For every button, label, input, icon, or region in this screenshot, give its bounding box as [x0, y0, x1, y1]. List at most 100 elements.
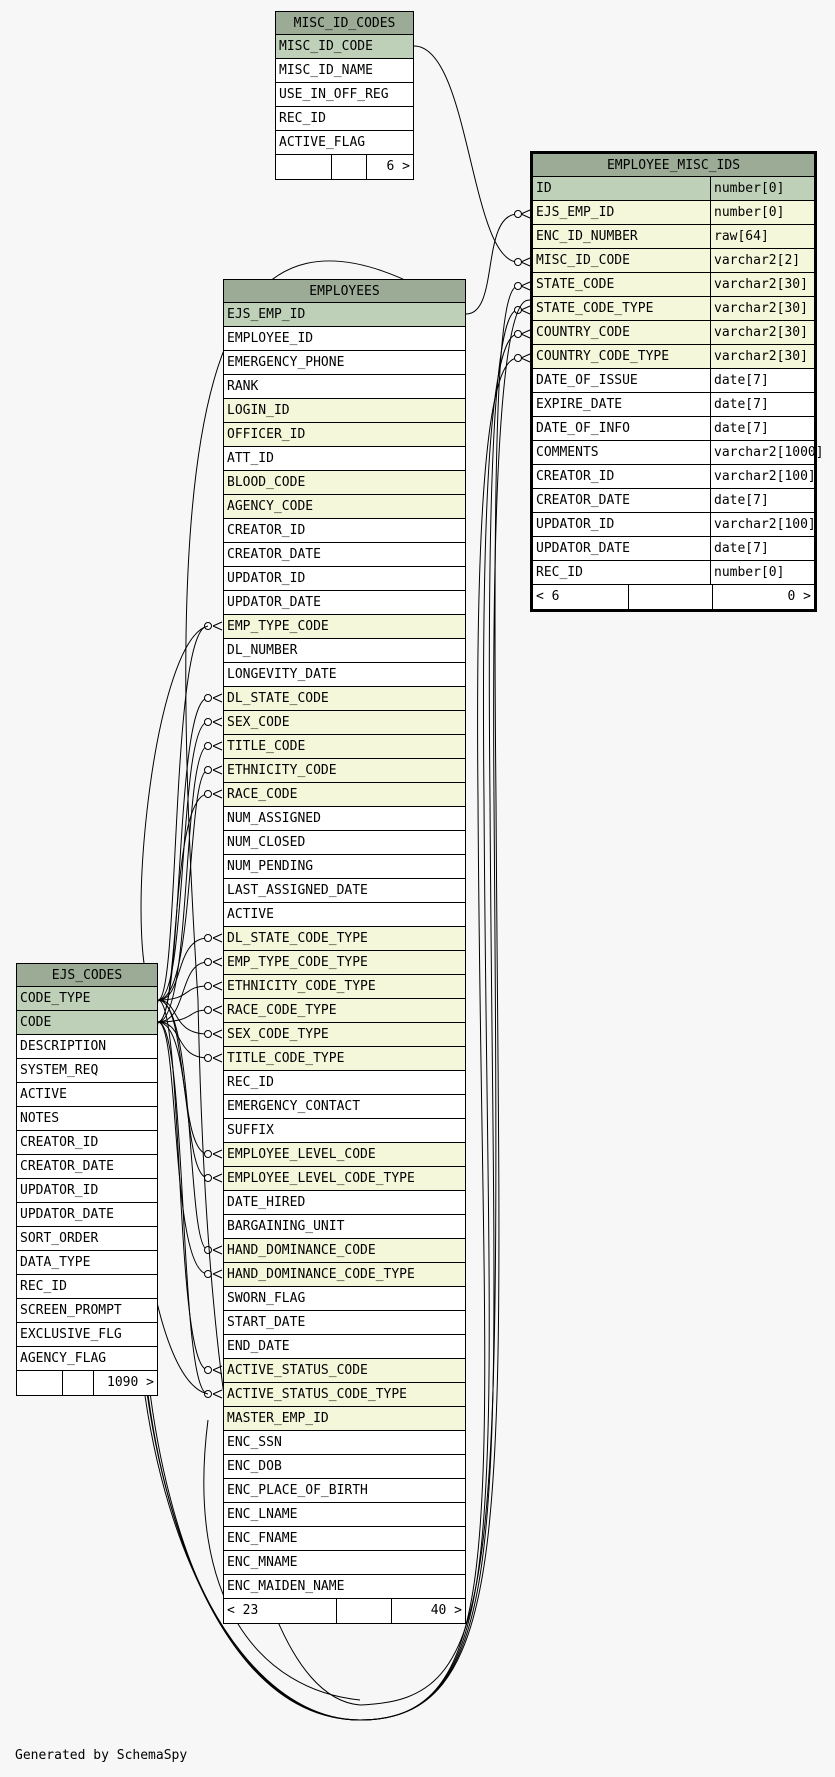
column-row[interactable]: MASTER_EMP_ID: [224, 1407, 465, 1431]
column-row[interactable]: CREATOR_ID: [17, 1131, 157, 1155]
column-row[interactable]: AGENCY_FLAG: [17, 1347, 157, 1371]
column-row[interactable]: HAND_DOMINANCE_CODE: [224, 1239, 465, 1263]
column-row[interactable]: DATE_HIRED: [224, 1191, 465, 1215]
column-row[interactable]: MISC_ID_NAME: [276, 59, 413, 83]
column-row[interactable]: CODE: [17, 1011, 157, 1035]
column-row[interactable]: SORT_ORDER: [17, 1227, 157, 1251]
column-row[interactable]: SUFFIX: [224, 1119, 465, 1143]
column-row[interactable]: ACTIVE_FLAG: [276, 131, 413, 155]
column-row[interactable]: SEX_CODE_TYPE: [224, 1023, 465, 1047]
column-row[interactable]: ETHNICITY_CODE_TYPE: [224, 975, 465, 999]
column-row[interactable]: SWORN_FLAG: [224, 1287, 465, 1311]
column-row[interactable]: BLOOD_CODE: [224, 471, 465, 495]
column-name: ENC_DOB: [227, 1459, 282, 1474]
relationship-endpoint: [204, 622, 212, 630]
column-row[interactable]: ATT_ID: [224, 447, 465, 471]
column-row[interactable]: LONGEVITY_DATE: [224, 663, 465, 687]
column-row[interactable]: TITLE_CODE_TYPE: [224, 1047, 465, 1071]
column-row[interactable]: RANK: [224, 375, 465, 399]
column-row[interactable]: OFFICER_ID: [224, 423, 465, 447]
column-row[interactable]: SCREEN_PROMPT: [17, 1299, 157, 1323]
column-row[interactable]: BARGAINING_UNIT: [224, 1215, 465, 1239]
column-row[interactable]: ENC_DOB: [224, 1455, 465, 1479]
column-row[interactable]: SYSTEM_REQ: [17, 1059, 157, 1083]
column-row[interactable]: EMP_TYPE_CODE: [224, 615, 465, 639]
column-row[interactable]: ENC_FNAME: [224, 1527, 465, 1551]
column-row[interactable]: ACTIVE_STATUS_CODE: [224, 1359, 465, 1383]
column-row[interactable]: LOGIN_ID: [224, 399, 465, 423]
column-row[interactable]: UPDATOR_DATE: [17, 1203, 157, 1227]
column-row[interactable]: DESCRIPTION: [17, 1035, 157, 1059]
column-row[interactable]: ENC_MNAME: [224, 1551, 465, 1575]
relationship-endpoint: [204, 1054, 212, 1062]
column-row[interactable]: ENC_MAIDEN_NAME: [224, 1575, 465, 1599]
column-row[interactable]: ENC_LNAME: [224, 1503, 465, 1527]
column-row[interactable]: CODE_TYPE: [17, 987, 157, 1011]
column-row[interactable]: AGENCY_CODE: [224, 495, 465, 519]
column-row[interactable]: CREATOR_ID: [224, 519, 465, 543]
column-row[interactable]: EMERGENCY_PHONE: [224, 351, 465, 375]
column-row[interactable]: DATA_TYPE: [17, 1251, 157, 1275]
column-row[interactable]: ENC_PLACE_OF_BIRTH: [224, 1479, 465, 1503]
column-row[interactable]: CREATOR_DATE: [224, 543, 465, 567]
column-row[interactable]: EMERGENCY_CONTACT: [224, 1095, 465, 1119]
column-row[interactable]: ETHNICITY_CODE: [224, 759, 465, 783]
column-row[interactable]: HAND_DOMINANCE_CODE_TYPE: [224, 1263, 465, 1287]
column-row[interactable]: MISC_ID_CODE: [276, 35, 413, 59]
column-row[interactable]: ACTIVE_STATUS_CODE_TYPE: [224, 1383, 465, 1407]
column-row[interactable]: DL_STATE_CODE: [224, 687, 465, 711]
column-row[interactable]: EMPLOYEE_ID: [224, 327, 465, 351]
column-row[interactable]: END_DATE: [224, 1335, 465, 1359]
column-row[interactable]: UPDATOR_DATE: [224, 591, 465, 615]
column-row[interactable]: UPDATOR_ID: [224, 567, 465, 591]
column-row[interactable]: EJS_EMP_ID: [224, 303, 465, 327]
column-row[interactable]: REC_ID: [276, 107, 413, 131]
column-row[interactable]: ENC_SSN: [224, 1431, 465, 1455]
column-row[interactable]: START_DATE: [224, 1311, 465, 1335]
column-row[interactable]: EMPLOYEE_LEVEL_CODE: [224, 1143, 465, 1167]
column-row[interactable]: EMPLOYEE_LEVEL_CODE_TYPE: [224, 1167, 465, 1191]
column-row[interactable]: NUM_PENDING: [224, 855, 465, 879]
column-row[interactable]: NUM_ASSIGNED: [224, 807, 465, 831]
column-row[interactable]: DL_NUMBER: [224, 639, 465, 663]
column-row[interactable]: ACTIVE: [17, 1083, 157, 1107]
column-row[interactable]: DL_STATE_CODE_TYPE: [224, 927, 465, 951]
relationship-endpoint: [514, 282, 522, 290]
column-row[interactable]: EXCLUSIVE_FLG: [17, 1323, 157, 1347]
column-row[interactable]: REC_ID: [224, 1071, 465, 1095]
column-row[interactable]: REC_ID: [17, 1275, 157, 1299]
column-row[interactable]: USE_IN_OFF_REG: [276, 83, 413, 107]
column-row[interactable]: UPDATOR_ID: [17, 1179, 157, 1203]
column-row[interactable]: SEX_CODE: [224, 711, 465, 735]
column-row[interactable]: EMP_TYPE_CODE_TYPE: [224, 951, 465, 975]
column-row[interactable]: RACE_CODE: [224, 783, 465, 807]
column-row[interactable]: TITLE_CODE: [224, 735, 465, 759]
column-row[interactable]: RACE_CODE_TYPE: [224, 999, 465, 1023]
column-row[interactable]: LAST_ASSIGNED_DATE: [224, 879, 465, 903]
column-row[interactable]: NUM_CLOSED: [224, 831, 465, 855]
column-row[interactable]: NOTES: [17, 1107, 157, 1131]
column-row[interactable]: ACTIVE: [224, 903, 465, 927]
column-row[interactable]: CREATOR_DATE: [17, 1155, 157, 1179]
